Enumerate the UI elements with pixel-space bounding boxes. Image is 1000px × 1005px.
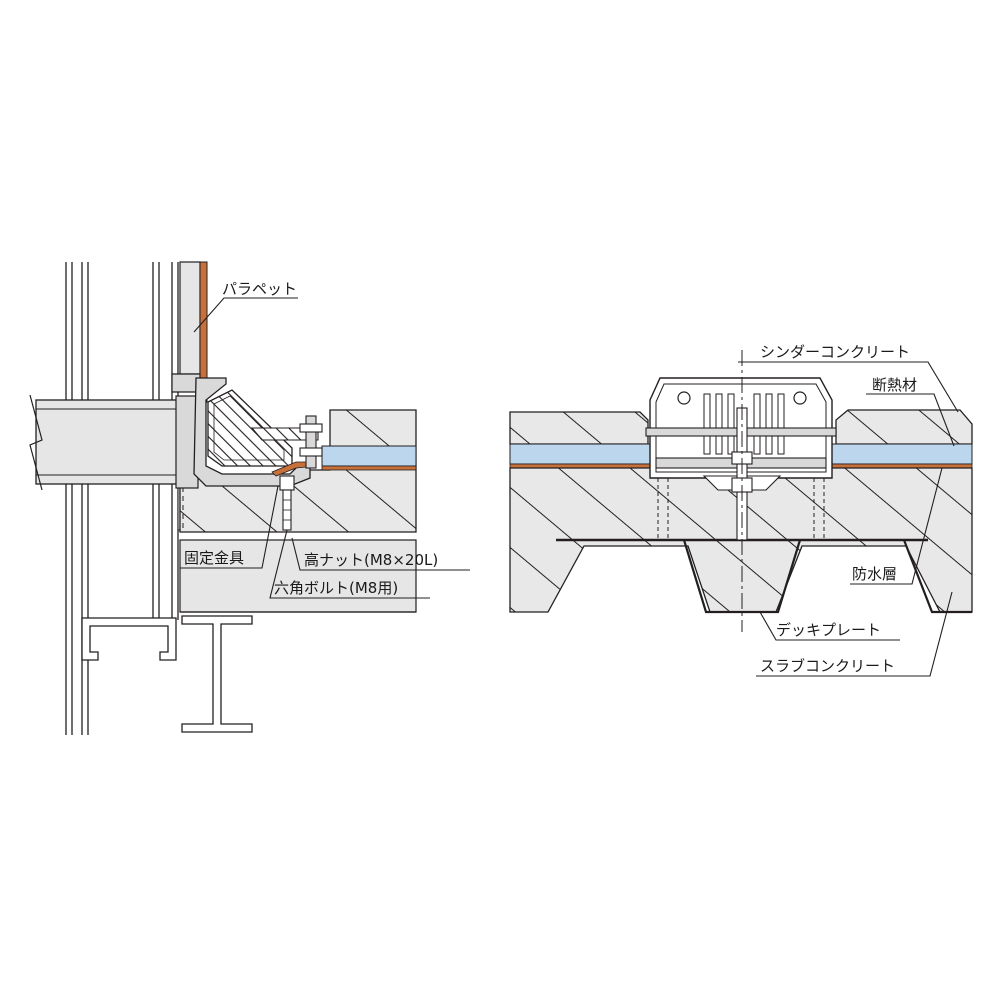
c-channel xyxy=(81,617,177,661)
roof-drain xyxy=(645,377,837,541)
high-nut-callout: 高ナット(M8×20L) xyxy=(291,537,470,571)
deck-plate-callout: デッキプレート xyxy=(759,611,900,641)
h-beam xyxy=(181,615,253,733)
right-insulation-left xyxy=(509,443,657,465)
exterior-wall xyxy=(65,262,179,735)
fixing-bolt xyxy=(279,415,323,531)
right-insulation-right xyxy=(829,443,973,465)
slab-concrete-label: スラブコンクリート xyxy=(760,657,895,675)
left-insulation xyxy=(321,445,417,467)
hex-bolt-callout: 六角ボルト(M8用) xyxy=(269,529,430,599)
slab-concrete-callout: スラブコンクリート xyxy=(756,591,953,677)
cinder-concrete-left xyxy=(509,411,649,445)
drain-pipe xyxy=(29,394,199,491)
waterproof-label: 防水層 xyxy=(852,565,897,583)
hex-bolt-label: 六角ボルト(M8用) xyxy=(274,579,398,597)
deck-plate-label: デッキプレート xyxy=(776,621,881,639)
high-nut-label: 高ナット(M8×20L) xyxy=(304,551,438,569)
fixing-bracket-label: 固定金具 xyxy=(184,549,244,567)
left-membrane xyxy=(321,465,417,471)
cinder-concrete-callout: シンダーコンクリート xyxy=(738,343,959,413)
waterproof-callout: 防水層 xyxy=(850,467,943,585)
fixing-bracket-callout: 固定金具 xyxy=(180,485,279,569)
parapet-callout: パラペット xyxy=(193,280,298,333)
insulation-label: 断熱材 xyxy=(872,376,917,394)
left-detail: パラペット 固定金具 高ナット(M8×20L) 六角ボルト(M8用) xyxy=(29,261,470,735)
left-lower-band xyxy=(179,539,417,613)
right-detail: シンダーコンクリート 断熱材 防水層 デッキプレート スラブコンクリート xyxy=(509,343,973,677)
parapet-label: パラペット xyxy=(222,280,297,298)
cinder-concrete-label: シンダーコンクリート xyxy=(760,343,910,361)
side-drain-body xyxy=(193,377,319,487)
insulation-callout: 断熱材 xyxy=(866,376,955,447)
